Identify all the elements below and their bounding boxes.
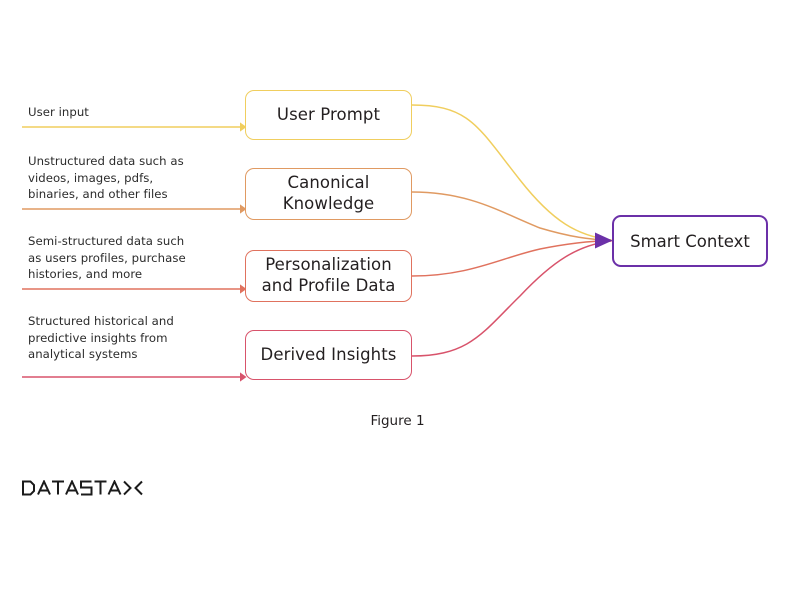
node-smart-context-label: Smart Context xyxy=(630,231,750,251)
node-personalization-and-profile-data-label: Personalization and Profile Data xyxy=(261,255,396,295)
datastax-logo-mark xyxy=(22,480,143,496)
input-arrow-user-prompt xyxy=(22,122,247,132)
wire-personalization xyxy=(411,239,612,277)
wire-user-prompt xyxy=(411,104,612,241)
input-arrow-derived xyxy=(22,372,247,382)
node-derived-insights[interactable]: Derived Insights xyxy=(245,330,412,380)
caption-user-input: User input xyxy=(28,105,89,119)
datastax-logo xyxy=(22,478,144,498)
node-user-prompt-label: User Prompt xyxy=(276,104,381,124)
caption-structured-historical-data: Structured historical and predictive ins… xyxy=(28,314,174,362)
node-derived-insights-label: Derived Insights xyxy=(260,344,397,364)
node-smart-context[interactable]: Smart Context xyxy=(612,215,768,267)
input-arrow-personalization xyxy=(22,284,247,294)
caption-unstructured-data: Unstructured data such as videos, images… xyxy=(28,154,184,202)
wire-canonical xyxy=(411,191,612,242)
node-canonical-knowledge-label: Canonical Knowledge xyxy=(282,173,375,213)
smart-context-arrowhead xyxy=(595,232,613,249)
node-canonical-knowledge[interactable]: Canonical Knowledge xyxy=(245,168,412,220)
figure-caption: Figure 1 xyxy=(370,413,425,429)
node-user-prompt[interactable]: User Prompt xyxy=(245,90,412,140)
wire-derived xyxy=(411,240,612,357)
caption-semi-structured-data: Semi-structured data such as users profi… xyxy=(28,234,186,282)
node-personalization-and-profile-data[interactable]: Personalization and Profile Data xyxy=(245,250,412,302)
input-arrow-canonical xyxy=(22,204,247,214)
